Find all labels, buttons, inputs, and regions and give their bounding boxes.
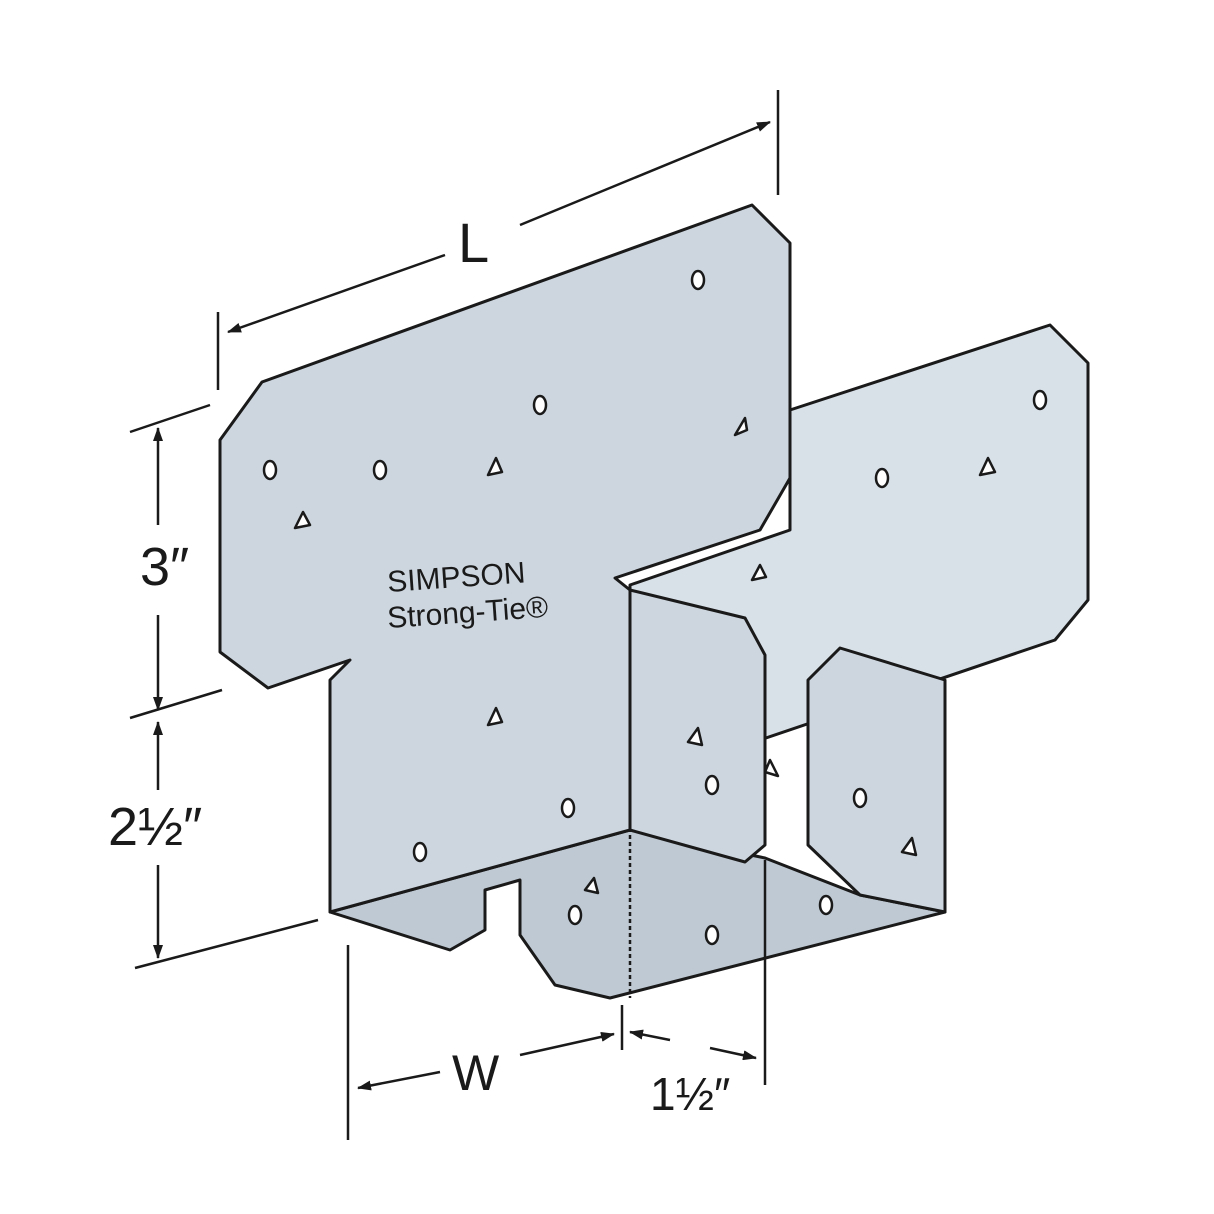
side-flange [806, 646, 947, 914]
dimension-2-5in-label: 2½″ [108, 797, 202, 857]
dimension-l-label: L [458, 211, 489, 274]
dimension-1-5in-label: 1½″ [650, 1068, 730, 1120]
dimension-w-label: W [452, 1045, 500, 1101]
dimension-3in-label: 3″ [140, 537, 189, 597]
center-face [628, 588, 767, 864]
bottom-tray [328, 828, 947, 1000]
dimension-l-arrow-right [519, 120, 771, 227]
dimension-l-arrow-left [227, 253, 446, 334]
nail-holes [262, 269, 1048, 946]
triangle-holes [293, 416, 997, 895]
